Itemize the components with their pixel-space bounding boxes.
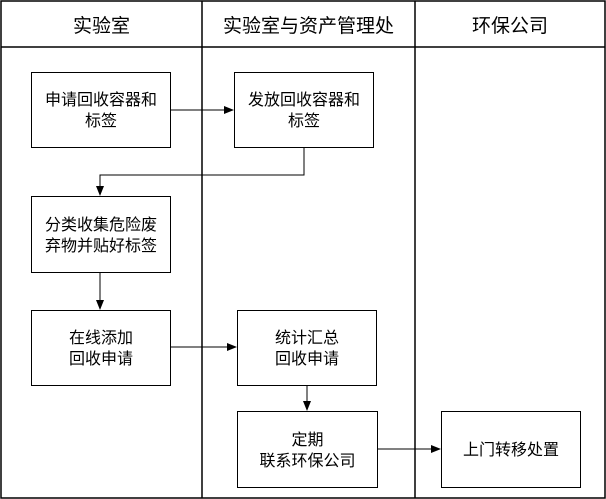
step-onsite-disposal: 上门转移处置 <box>441 411 581 488</box>
step-online-line-1: 在线添加 <box>68 328 133 347</box>
step-contact-line-1: 定期 <box>291 429 324 449</box>
step-stats-line-2: 回收申请 <box>274 349 339 368</box>
step-sort-line-2: 弃物并贴好标签 <box>44 235 157 255</box>
lane-header-env-company: 环保公司 <box>471 14 548 37</box>
step-apply-line-2: 标签 <box>84 111 117 130</box>
step-online-line-2: 回收申请 <box>68 349 133 368</box>
step-issue-containers: 发放回收容器和 标签 <box>234 72 374 148</box>
lane-header-asset-office: 实验室与资产管理处 <box>222 14 394 37</box>
step-apply-line-1: 申请回收容器和 <box>44 90 157 109</box>
step-contact-line-2: 联系环保公司 <box>259 450 356 470</box>
step-online-request: 在线添加 回收申请 <box>31 310 171 386</box>
step-issue-line-1: 发放回收容器和 <box>247 90 360 109</box>
step-stats-summary: 统计汇总 回收申请 <box>237 310 377 386</box>
lane-header-lab: 实验室 <box>72 14 130 37</box>
step-stats-line-1: 统计汇总 <box>274 328 339 347</box>
step-pickup-line-1: 上门转移处置 <box>462 440 559 459</box>
step-sort-waste: 分类收集危险废 弃物并贴好标签 <box>31 196 171 273</box>
arrow-issue-to-sort <box>96 147 305 196</box>
step-issue-line-2: 标签 <box>287 111 320 130</box>
step-contact-company: 定期 联系环保公司 <box>237 411 378 488</box>
step-sort-line-1: 分类收集危险废 <box>44 214 157 234</box>
step-apply-containers: 申请回收容器和 标签 <box>31 72 171 148</box>
